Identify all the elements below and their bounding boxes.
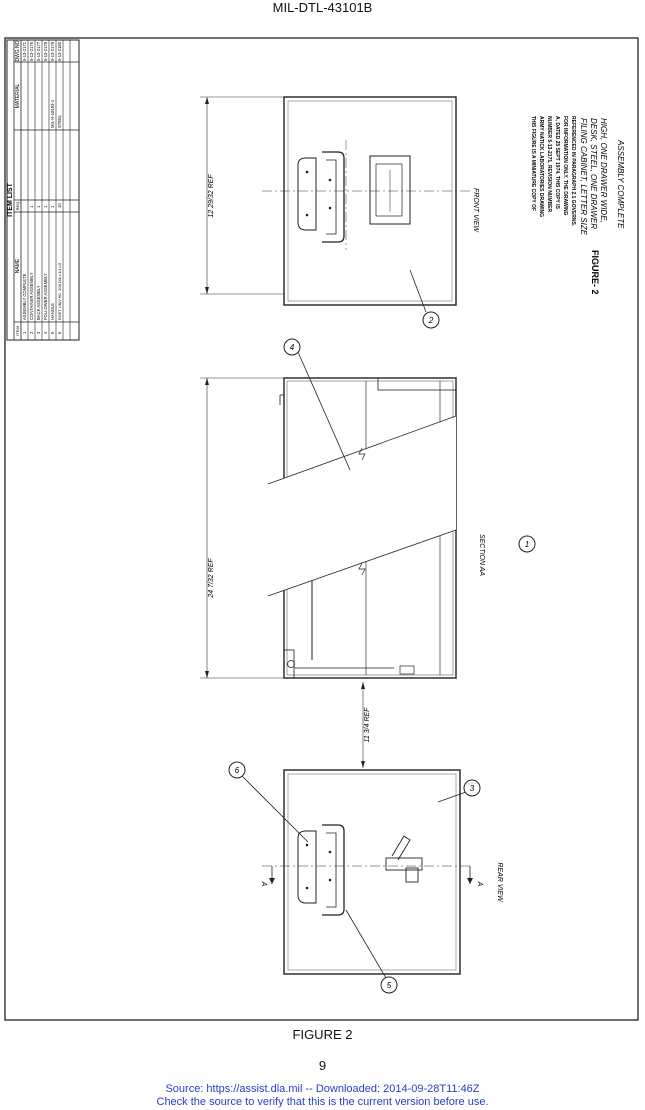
item-row-1-name: ASSEMBLY COMPLETE [22, 273, 27, 320]
title-line-1: FILING CABINET, LETTER SIZE [579, 118, 588, 236]
title-line-4: ASSEMBLY COMPLETE [616, 139, 625, 229]
callout-6 [228, 761, 309, 843]
item-row-6-item: 6 [57, 331, 62, 334]
item-row-5-item: 5 [50, 331, 55, 334]
item-list-header-item: ITEM [15, 326, 20, 336]
source-line-2: Check the source to verify that this is … [156, 1096, 489, 1108]
note-line-2: ARMY NATICK LABORATORIES DRAWING [538, 116, 544, 217]
drawing-note: THIS FIGURE IS A MINIATURE COPY OF ARMY … [530, 116, 576, 227]
height-dimension-label: 12 29/32 REF [208, 174, 215, 218]
note-line-5: FOR INFORMATION ONLY. THE DRAWING [562, 116, 568, 216]
section-marker-right: A [476, 881, 483, 887]
item-row-4-req: 1 [43, 205, 48, 208]
item-row-4-name: FOLLOWER ASSEMBLY [43, 273, 48, 320]
rear-view-label: REAR VIEW [496, 862, 503, 903]
item-row-6-material: STEEL [57, 114, 62, 128]
engineering-drawing: ITEM LIST DWG NO MATERIAL REQ NAME ITEM … [4, 37, 639, 1021]
callout-1 [518, 535, 536, 553]
callout-1-number: 1 [525, 540, 529, 549]
item-row-6-name: RIVET, UNIV HD. 3/16 DIA x 1/4 LG [58, 262, 62, 320]
height-dimension [200, 96, 284, 295]
width-dimension-label: 11 3/4 REF [364, 707, 371, 743]
item-list-header-dwg: DWG NO [15, 40, 21, 61]
figure-caption: FIGURE 2 [292, 1027, 353, 1042]
note-line-6: REFERENCED IN PARAGRAPH 2.1 GOVERNS. [570, 116, 576, 227]
item-row-3-dwg: 5-13-2177 [36, 41, 41, 61]
item-row-5-req: 1 [50, 205, 55, 208]
section-aa-label: SECTION AA [478, 534, 485, 576]
item-row-4-item: 4 [43, 331, 48, 334]
item-row-3-req: 1 [36, 205, 41, 208]
callout-4-number: 4 [290, 343, 295, 352]
title-line-2: DESK, STEEL, ONE DRAWER [589, 118, 598, 229]
item-row-6-req: 10 [57, 203, 62, 208]
item-row-1-dwg: 5-13-2171 [22, 41, 27, 61]
title-line-3: HIGH, ONE DRAWER WIDE, [599, 118, 608, 223]
callout-6-number: 6 [235, 766, 240, 775]
title-figure-label: FIGURE- 2 [590, 250, 600, 295]
item-row-6-dwg: 5-13-2180 [57, 41, 62, 61]
drawing-border [4, 37, 639, 1021]
document-id: MIL-DTL-43101B [272, 0, 373, 15]
note-line-4: A, DATED 25 SEPT 1974. THIS COPY IS [554, 116, 560, 210]
item-list-header-req: REQ [15, 202, 20, 211]
front-view-label: FRONT VIEW [472, 188, 479, 233]
source-notice: Source: https://assist.dla.mil -- Downlo… [0, 1083, 645, 1109]
item-row-2-req: 1 [29, 205, 34, 208]
item-row-3-item: 3 [36, 331, 41, 334]
section-aa-view [267, 377, 457, 679]
callout-2-number: 2 [428, 316, 434, 325]
front-view [262, 96, 470, 306]
item-row-2-dwg: 5-13-2176 [29, 41, 34, 61]
width-dimension [361, 682, 365, 768]
item-list-header-material: MATERIAL [15, 83, 21, 108]
item-row-1-item: 1 [22, 331, 27, 334]
source-line-1: Source: https://assist.dla.mil -- Downlo… [165, 1083, 480, 1095]
item-row-2-item: 2 [29, 331, 34, 334]
note-line-3: NUMBER 5-13-2171, REVISION NUMBER [546, 116, 552, 213]
callout-2 [409, 269, 440, 329]
rear-view [262, 769, 473, 975]
callout-4 [283, 338, 351, 471]
item-list-title: ITEM LIST [7, 182, 14, 217]
length-dimension [200, 377, 284, 679]
item-row-4-dwg: 5-13-2178 [43, 41, 48, 61]
title-block: FILING CABINET, LETTER SIZE DESK, STEEL,… [579, 118, 625, 295]
callout-3 [437, 779, 481, 803]
callout-5 [345, 909, 398, 994]
section-marker-left: A [260, 881, 267, 887]
item-row-5-material: MIL-H-18193-1 [50, 99, 55, 128]
item-row-3-name: BACK ASSEMBLY [36, 285, 41, 320]
item-row-5-name: HANDLE [50, 303, 55, 320]
item-list-table: ITEM LIST DWG NO MATERIAL REQ NAME ITEM … [6, 39, 80, 341]
item-list-header-name: NAME [15, 258, 21, 273]
callout-5-number: 5 [387, 981, 392, 990]
note-line-1: THIS FIGURE IS A MINIATURE COPY OF [530, 116, 536, 211]
page-number: 9 [318, 1058, 327, 1073]
item-row-5-dwg: 5-13-2179 [50, 41, 55, 61]
length-dimension-label: 24 7/32 REF [208, 558, 215, 599]
item-row-2-name: CONTAINER ASSEMBLY [29, 272, 34, 320]
callout-3-number: 3 [470, 784, 475, 793]
